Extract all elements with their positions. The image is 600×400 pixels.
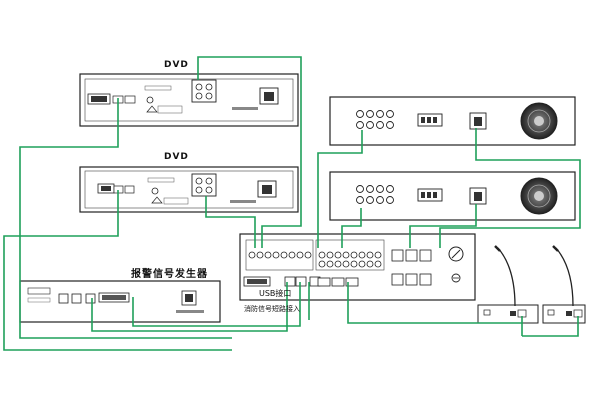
power-amplifier-bottom <box>329 171 576 221</box>
fire-short-input-label: 消防信号短路接入 <box>244 305 300 313</box>
wire-dvd-top-audio <box>197 56 302 248</box>
paging-microphone-2 <box>542 245 586 324</box>
paging-microphone-1 <box>477 245 539 324</box>
alarm-signal-generator <box>19 280 221 323</box>
wire-dvd-top-network <box>19 98 232 339</box>
wire-amp-top-audio <box>317 130 363 248</box>
central-controller <box>239 233 476 301</box>
dvd-player-top <box>79 73 299 127</box>
wire-amp-top-power <box>439 128 581 248</box>
wire-alarm-signal <box>132 282 301 327</box>
power-amplifier-top <box>329 96 576 146</box>
wire-mic-1 <box>347 282 523 324</box>
wire-amp-bottom-power <box>409 204 477 248</box>
wire-dvd-bottom-network <box>3 190 232 351</box>
dvd-top-label: DVD <box>164 60 189 70</box>
dvd-player-bottom <box>79 166 299 213</box>
signal-wires <box>3 56 581 351</box>
usb-interface-label: USB接口 <box>259 289 292 298</box>
wire-mic-2 <box>522 316 579 337</box>
wire-alarm-network <box>91 282 288 332</box>
wire-amp-bottom-audio <box>341 208 362 248</box>
dvd-bottom-label: DVD <box>164 152 189 162</box>
alarm-generator-label: 报警信号发生器 <box>131 269 208 280</box>
wire-dvd-bottom-audio <box>205 196 256 248</box>
